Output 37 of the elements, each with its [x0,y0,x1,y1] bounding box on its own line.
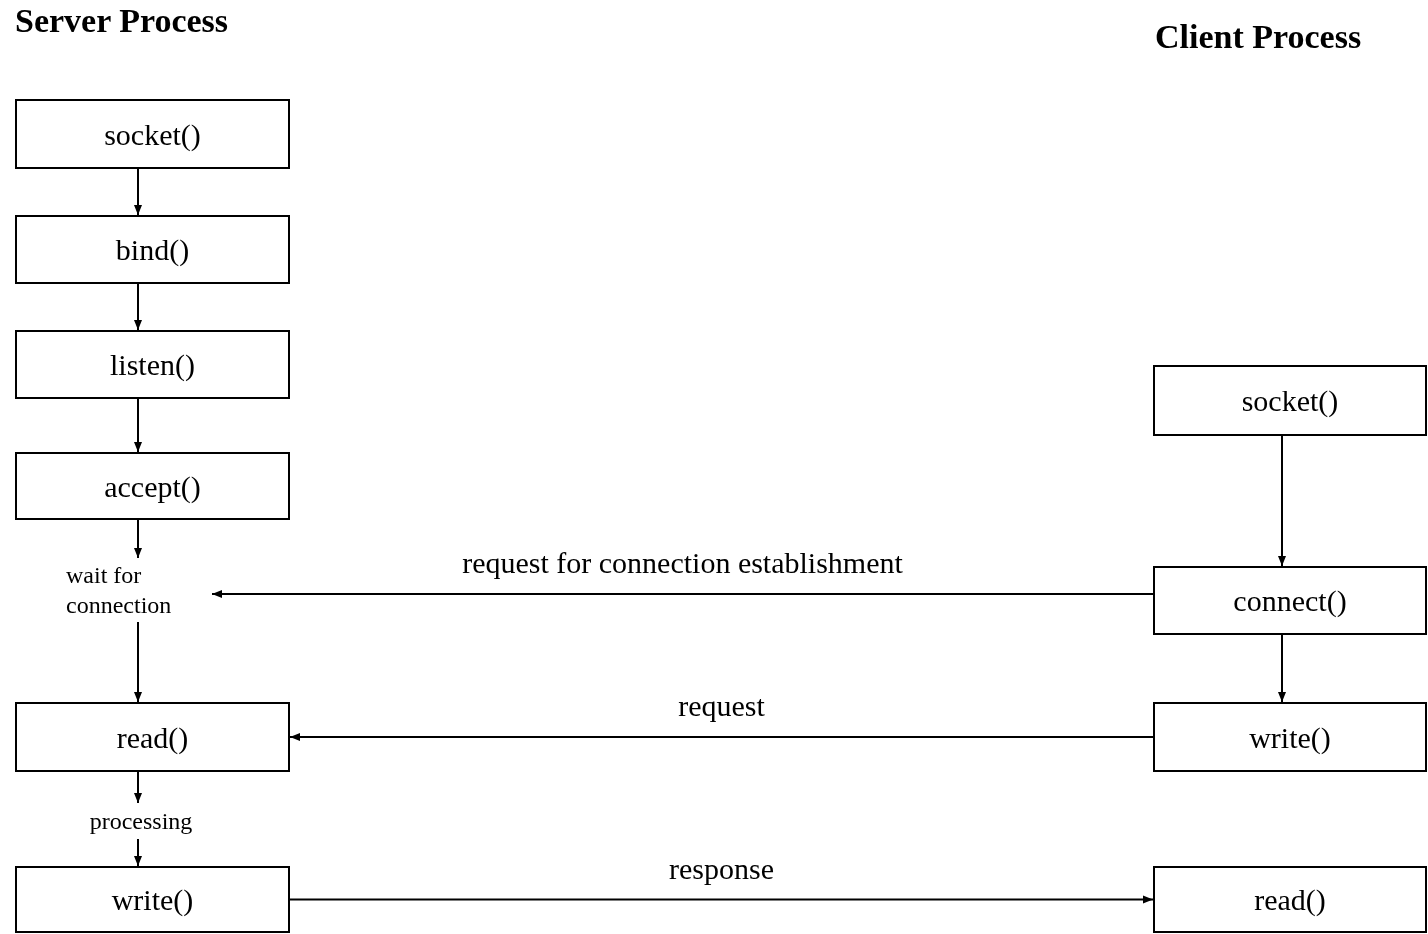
process-box [1153,866,1427,933]
arrow [134,771,142,804]
process-box [1153,365,1427,436]
heading: Server Process [15,2,229,40]
arrow [289,895,1154,904]
arrow [211,590,1154,598]
arrow [134,283,142,331]
process-box [15,330,290,399]
box-label: read() [116,720,189,754]
process-box [1153,566,1427,635]
edge-label: request [678,689,765,723]
arrow [134,398,142,453]
box-label: bind() [115,233,190,266]
box-label: socket() [104,117,201,151]
box-label: read() [1254,883,1326,916]
process-box [15,99,290,169]
box-label: accept() [104,469,201,503]
process-box [15,866,290,933]
edge-label: response [669,851,774,886]
arrow [1278,634,1286,703]
edge-label: request for connection establishment [462,546,903,580]
heading: Client Process [1155,18,1362,56]
box-label: write() [111,883,194,916]
arrow [134,168,142,216]
box-label: connect() [1233,584,1347,617]
arrow [289,733,1154,741]
process-box [15,215,290,284]
arrow [134,621,142,703]
process-box [15,702,290,772]
arrow [134,838,142,867]
box-label: listen() [110,348,195,381]
box-label: socket() [1241,384,1339,417]
arrow [1278,435,1286,567]
process-box [15,452,290,520]
box-label: write() [1249,720,1331,754]
arrow [134,519,142,559]
process-box [1153,702,1427,772]
